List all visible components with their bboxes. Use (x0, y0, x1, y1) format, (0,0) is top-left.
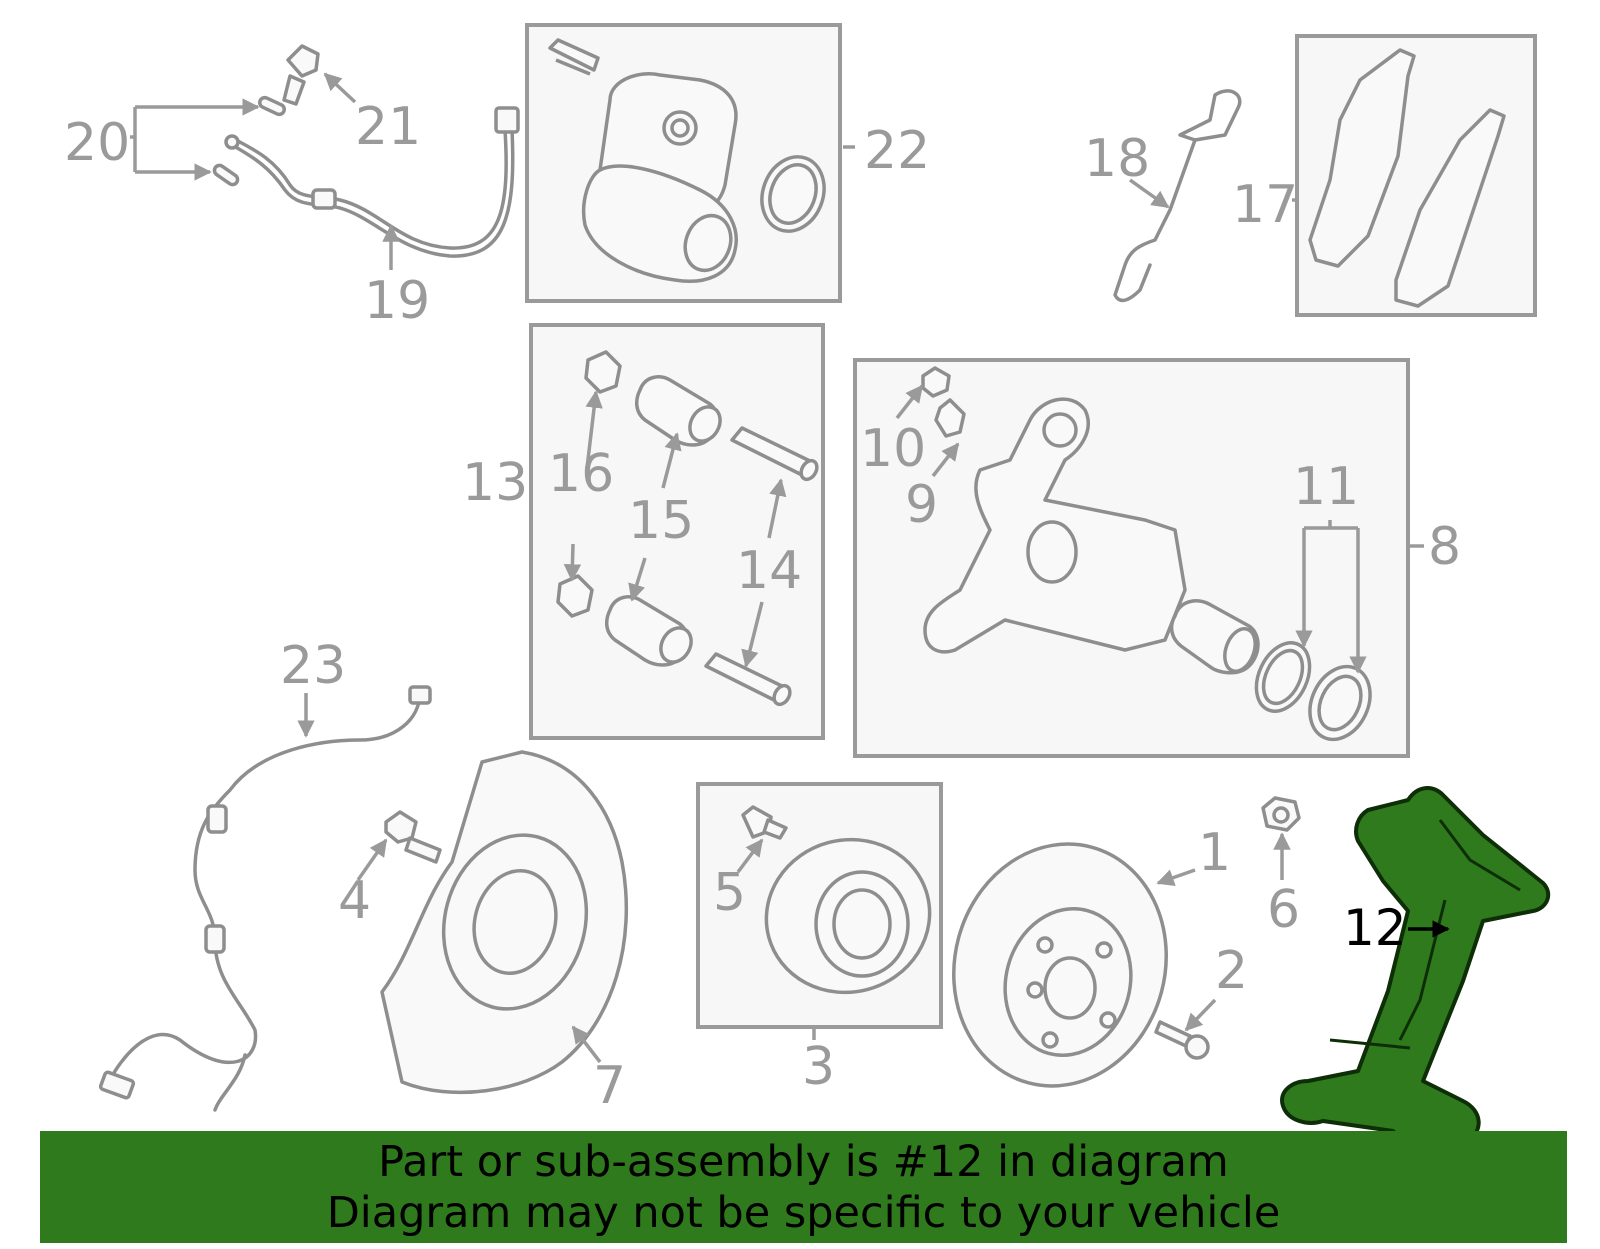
clips-part-20 (130, 95, 287, 187)
callout-12: 12 (1343, 899, 1407, 957)
wear-clip-part-18 (1113, 89, 1242, 303)
callout-13: 13 (462, 453, 528, 513)
callout-17: 17 (1232, 175, 1298, 235)
caliper-assembly-part-8 (895, 366, 1424, 742)
callout-14: 14 (736, 541, 802, 601)
nut-part-6 (1261, 796, 1301, 880)
brake-rotor-part-1 (952, 842, 1196, 1088)
callout-21: 21 (355, 97, 421, 157)
callout-10: 10 (860, 419, 926, 479)
callout-2: 2 (1215, 941, 1248, 1001)
callout-3: 3 (802, 1037, 835, 1097)
bolt-part-4 (356, 810, 442, 882)
dust-shield-part-7 (380, 750, 629, 1095)
hub-bearing-part-3 (736, 805, 932, 1040)
callout-16: 16 (548, 444, 614, 504)
callout-5: 5 (713, 863, 746, 923)
callout-15: 15 (628, 491, 694, 551)
callout-22: 22 (864, 121, 930, 181)
callout-8: 8 (1428, 517, 1461, 577)
callout-11: 11 (1293, 457, 1359, 517)
callout-19: 19 (364, 271, 430, 331)
abs-sensor-wire-part-23 (98, 685, 432, 1112)
brake-pads-part-17 (1292, 48, 1506, 308)
brake-hose-part-19 (224, 106, 520, 270)
callout-9: 9 (905, 475, 938, 535)
callout-7: 7 (593, 1056, 626, 1116)
callout-18: 18 (1084, 129, 1150, 189)
guide-pin-kit-parts-13-16 (556, 350, 819, 707)
caliper-motor-part-22 (548, 38, 855, 283)
part-info-banner: Part or sub-assembly is #12 in diagram D… (40, 1131, 1567, 1243)
callout-6: 6 (1267, 880, 1300, 940)
screw-part-2 (1154, 998, 1217, 1060)
bolt-part-21 (282, 44, 357, 106)
banner-line-2: Diagram may not be specific to your vehi… (326, 1188, 1281, 1238)
caliper-bracket-part-12 (1280, 786, 1551, 1164)
callout-23: 23 (280, 636, 346, 696)
callout-20: 20 (64, 113, 130, 173)
callout-4: 4 (338, 871, 371, 931)
callout-1: 1 (1198, 823, 1231, 883)
banner-line-1: Part or sub-assembly is #12 in diagram (378, 1137, 1229, 1187)
